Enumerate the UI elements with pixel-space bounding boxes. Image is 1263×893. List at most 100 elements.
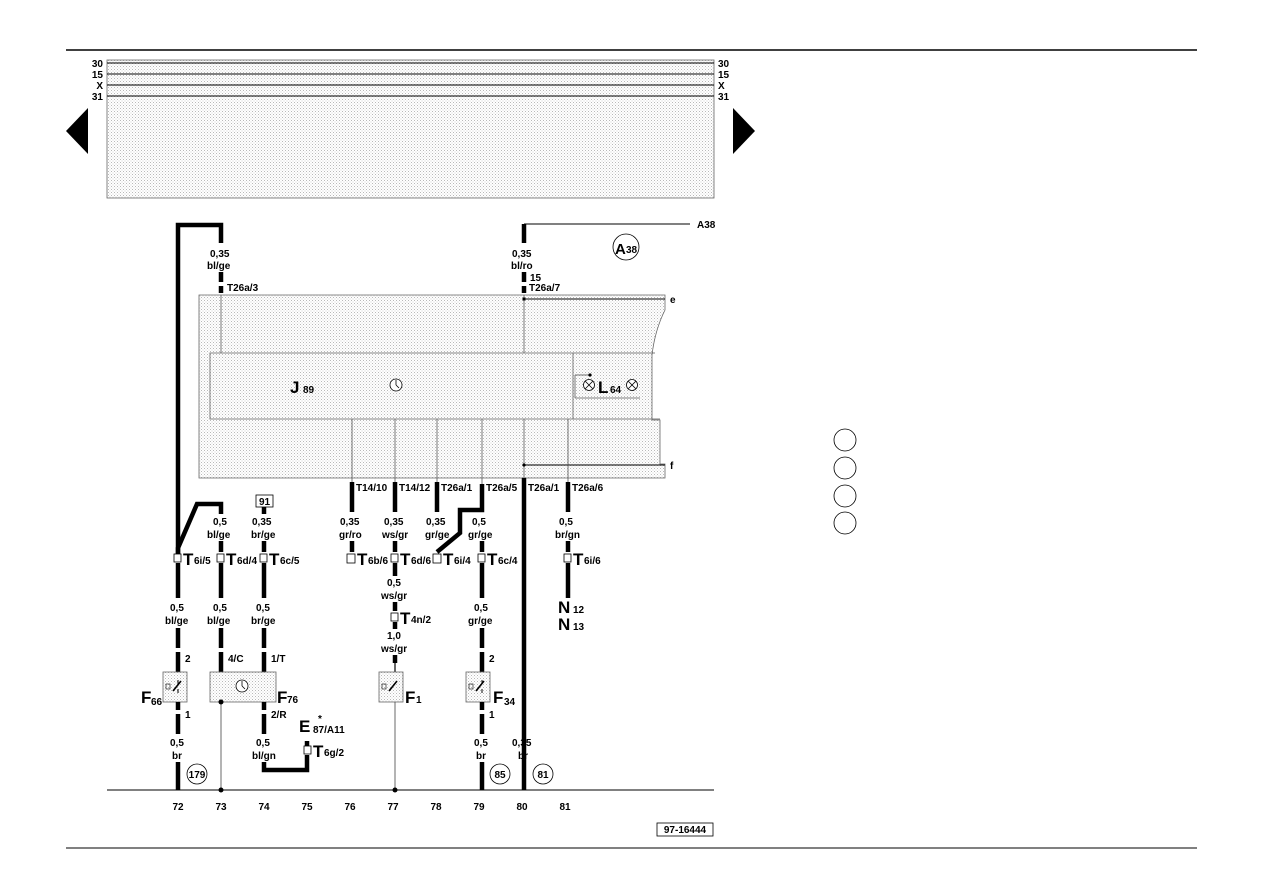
lamp-l64-sub: 64 — [610, 385, 622, 396]
wire-74c-size: 0,5 — [256, 738, 270, 749]
pin-f34-1: 1 — [489, 710, 495, 721]
wire-73-color: bl/ge — [207, 530, 231, 541]
conn-t26a-1-a: T26a/1 — [441, 483, 473, 494]
wire-74b-size: 0,5 — [256, 603, 270, 614]
lamp-icon — [626, 379, 638, 391]
wire-top-right-size: 0,35 — [512, 249, 532, 260]
conn-t26a-7: T26a/7 — [529, 283, 561, 294]
svg-text:T: T — [357, 550, 368, 569]
wire-81-size: 0,5 — [559, 517, 573, 528]
column-79: 79 — [473, 802, 485, 813]
svg-text:6d/6: 6d/6 — [411, 556, 431, 567]
pin-f34-2: 2 — [489, 654, 495, 665]
supply-rails: 30 15 X 31 30 15 X 31 — [92, 59, 730, 199]
wire-79c-color: br — [476, 751, 486, 762]
column-75: 75 — [301, 802, 313, 813]
connector-t6b-6: T 6b/6 — [346, 550, 388, 569]
svg-text:T: T — [226, 550, 237, 569]
ref-a38: A38 — [697, 220, 716, 231]
unit-j89-letter: J — [290, 378, 299, 397]
wire-72-loop — [175, 222, 224, 562]
column-73: 73 — [215, 802, 227, 813]
switch-icon — [165, 680, 182, 693]
conn-t26a-1-b: T26a/1 — [528, 483, 560, 494]
wire-top-left-color: bl/ge — [207, 261, 231, 272]
wire-72b-size: 0,5 — [170, 738, 184, 749]
column-72: 72 — [172, 802, 184, 813]
ref-179: 179 — [189, 770, 206, 781]
conn-t14-12: T14/12 — [399, 483, 431, 494]
switch-icon — [381, 680, 398, 692]
ref-81: 81 — [537, 770, 549, 781]
svg-text:4n/2: 4n/2 — [411, 615, 431, 626]
wire-73b-size: 0,5 — [213, 603, 227, 614]
n13-letter: N — [558, 615, 570, 634]
wire-81-color: br/gn — [555, 530, 580, 541]
f34-sub: 34 — [504, 697, 516, 708]
n12-letter: N — [558, 598, 570, 617]
conn-t14-10: T14/10 — [356, 483, 388, 494]
svg-text:T: T — [269, 550, 280, 569]
svg-text:6i/6: 6i/6 — [584, 556, 601, 567]
connector-t6d-6: T 6d/6 — [390, 550, 431, 569]
column-78: 78 — [430, 802, 442, 813]
prev-page-arrow-icon[interactable] — [66, 108, 88, 154]
fuse-15: 15 — [530, 273, 542, 284]
wire-79-color: gr/ge — [468, 530, 493, 541]
next-page-arrow-icon[interactable] — [733, 108, 755, 154]
wire-77-size: 0,35 — [384, 517, 404, 528]
conn-t26a-5: T26a/5 — [486, 483, 518, 494]
svg-text:6g/2: 6g/2 — [324, 748, 344, 759]
wire-72-size: 0,5 — [170, 603, 184, 614]
wire-74c-color: bl/gn — [252, 751, 276, 762]
conn-t26a-3: T26a/3 — [227, 283, 259, 294]
svg-text:6c/5: 6c/5 — [280, 556, 300, 567]
pin-f66-1: 1 — [185, 710, 191, 721]
wire-73b-color: bl/ge — [207, 616, 231, 627]
rail-label-left-30: 30 — [92, 59, 104, 70]
wire-76-color: gr/ro — [339, 530, 362, 541]
svg-text:6d/4: 6d/4 — [237, 556, 257, 567]
conn-t26a-6: T26a/6 — [572, 483, 604, 494]
wire-74b-color: br/ge — [251, 616, 276, 627]
wire-79b-color: gr/ge — [468, 616, 493, 627]
wire-72-color: bl/ge — [165, 616, 189, 627]
wire-76-size: 0,35 — [340, 517, 360, 528]
connector-t6d-4: T 6d/4 — [216, 550, 257, 569]
wire-78-color: gr/ge — [425, 530, 450, 541]
switch-icon — [468, 680, 485, 693]
f1-sub: 1 — [416, 695, 422, 706]
svg-text:T: T — [183, 550, 194, 569]
clock-icon — [389, 378, 403, 392]
legend-circles — [833, 428, 857, 535]
clock-icon — [235, 679, 249, 693]
wire-77-color: ws/gr — [381, 530, 408, 541]
ref-179-circle — [186, 763, 208, 785]
connector-t6c-5: T 6c/5 — [259, 550, 300, 569]
switch-f66 — [162, 671, 188, 703]
ref-85-circle — [489, 763, 511, 785]
wire-74-size: 0,35 — [252, 517, 272, 528]
connector-t6i-4: T 6i/4 — [432, 550, 471, 569]
rail-label-right-x: X — [718, 81, 725, 92]
ref-81-circle — [532, 763, 554, 785]
ref-f: f — [670, 461, 674, 472]
svg-text:6i/5: 6i/5 — [194, 556, 211, 567]
badge-a38 — [612, 233, 640, 261]
rail-label-left-x: X — [96, 81, 103, 92]
f66-letter: F — [141, 688, 151, 707]
wire-79c-size: 0,5 — [474, 738, 488, 749]
n12-sub: 12 — [573, 605, 585, 616]
pin-f76-1t: 1/T — [271, 654, 285, 665]
wire-77c-size: 1,0 — [387, 631, 401, 642]
e87-star: * — [318, 714, 322, 725]
pin-f76-2r: 2/R — [271, 710, 287, 721]
badge-a38-sub: 38 — [626, 245, 638, 256]
f66-sub: 66 — [151, 697, 163, 708]
ref-85: 85 — [494, 770, 506, 781]
connector-t6c-4: T 6c/4 — [477, 550, 518, 569]
f76-sub: 76 — [287, 695, 299, 706]
pin-f66-2: 2 — [185, 654, 191, 665]
e87-sub: 87/A11 — [313, 725, 345, 736]
